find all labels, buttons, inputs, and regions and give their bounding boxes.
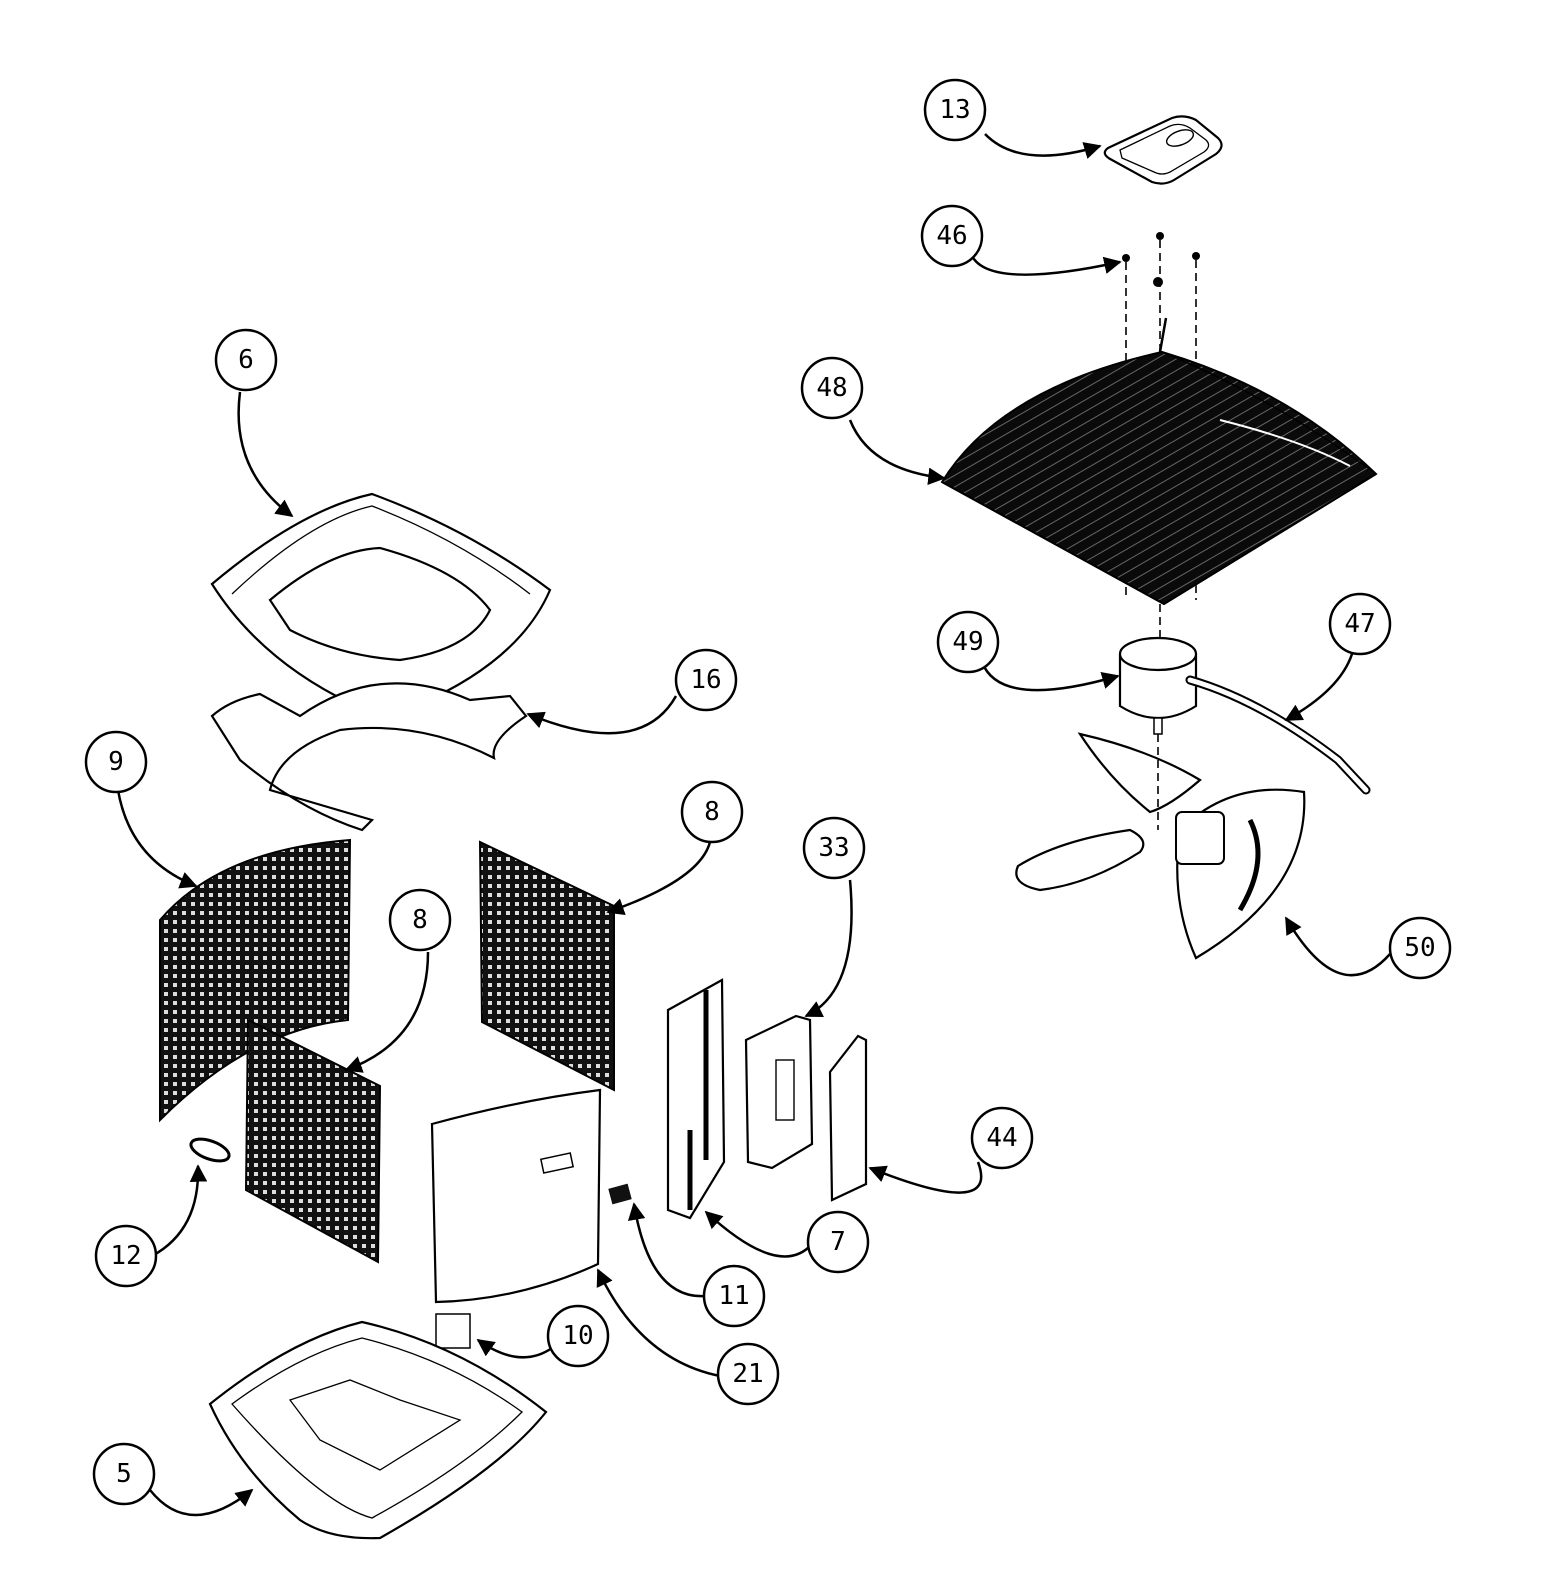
callout-5: 5 [92, 1442, 156, 1506]
callout-11: 11 [702, 1264, 766, 1328]
callout-13: 13 [923, 78, 987, 142]
callout-48-label: 48 [816, 373, 847, 403]
part-10-tag [435, 1313, 471, 1349]
callout-11-label: 11 [718, 1281, 749, 1311]
part-9-coil-grille [159, 838, 352, 1123]
callout-21-label: 21 [732, 1359, 763, 1389]
part-8-grille-right [478, 840, 615, 1092]
callout-10: 10 [546, 1304, 610, 1368]
callout-21: 21 [716, 1342, 780, 1406]
part-21-cabinet [430, 1088, 602, 1304]
callout-48: 48 [800, 356, 864, 420]
callout-46: 46 [920, 204, 984, 268]
callout-47-label: 47 [1344, 609, 1375, 639]
callout-49: 49 [936, 610, 1000, 674]
callout-7-label: 7 [830, 1227, 846, 1257]
callout-33-label: 33 [818, 833, 849, 863]
callout-6-label: 6 [238, 345, 254, 375]
part-8-grille-left [244, 1018, 382, 1264]
callout-33: 33 [802, 816, 866, 880]
part-33-control-box [744, 1014, 814, 1170]
callout-16-label: 16 [690, 665, 721, 695]
callout-5-label: 5 [116, 1459, 132, 1489]
part-50-fan-blade [1015, 732, 1306, 960]
callout-8-upper-label: 8 [704, 797, 720, 827]
part-5-base-pan [208, 1320, 548, 1540]
callout-8-upper: 8 [680, 780, 744, 844]
callout-8-left-label: 8 [412, 905, 428, 935]
callout-12-label: 12 [110, 1241, 141, 1271]
callout-44-label: 44 [986, 1123, 1017, 1153]
part-16-orifice [210, 682, 528, 832]
part-13-cap [1103, 115, 1223, 185]
part-48-fan-grille [940, 350, 1378, 606]
callout-49-label: 49 [952, 627, 983, 657]
callout-44: 44 [970, 1106, 1034, 1170]
callout-6: 6 [214, 328, 278, 392]
part-12-plug [189, 1137, 231, 1163]
callout-9: 9 [84, 730, 148, 794]
callout-10-label: 10 [562, 1321, 593, 1351]
callout-9-label: 9 [108, 747, 124, 777]
part-7-control-panel [666, 978, 726, 1220]
part-44-cover [828, 1034, 868, 1202]
callout-50-label: 50 [1404, 933, 1435, 963]
part-11-bracket [608, 1183, 632, 1205]
callout-8-left: 8 [388, 888, 452, 952]
part-49-motor [1118, 636, 1198, 735]
callout-13-label: 13 [939, 95, 970, 125]
callout-7: 7 [806, 1210, 870, 1274]
callout-16: 16 [674, 648, 738, 712]
callout-47: 47 [1328, 592, 1392, 656]
callout-12: 12 [94, 1224, 158, 1288]
part-47-lead [1185, 675, 1371, 795]
callout-50: 50 [1388, 916, 1452, 980]
leader-lines [116, 133, 1391, 1517]
callout-46-label: 46 [936, 221, 967, 251]
part-6-top-shroud [210, 492, 552, 710]
